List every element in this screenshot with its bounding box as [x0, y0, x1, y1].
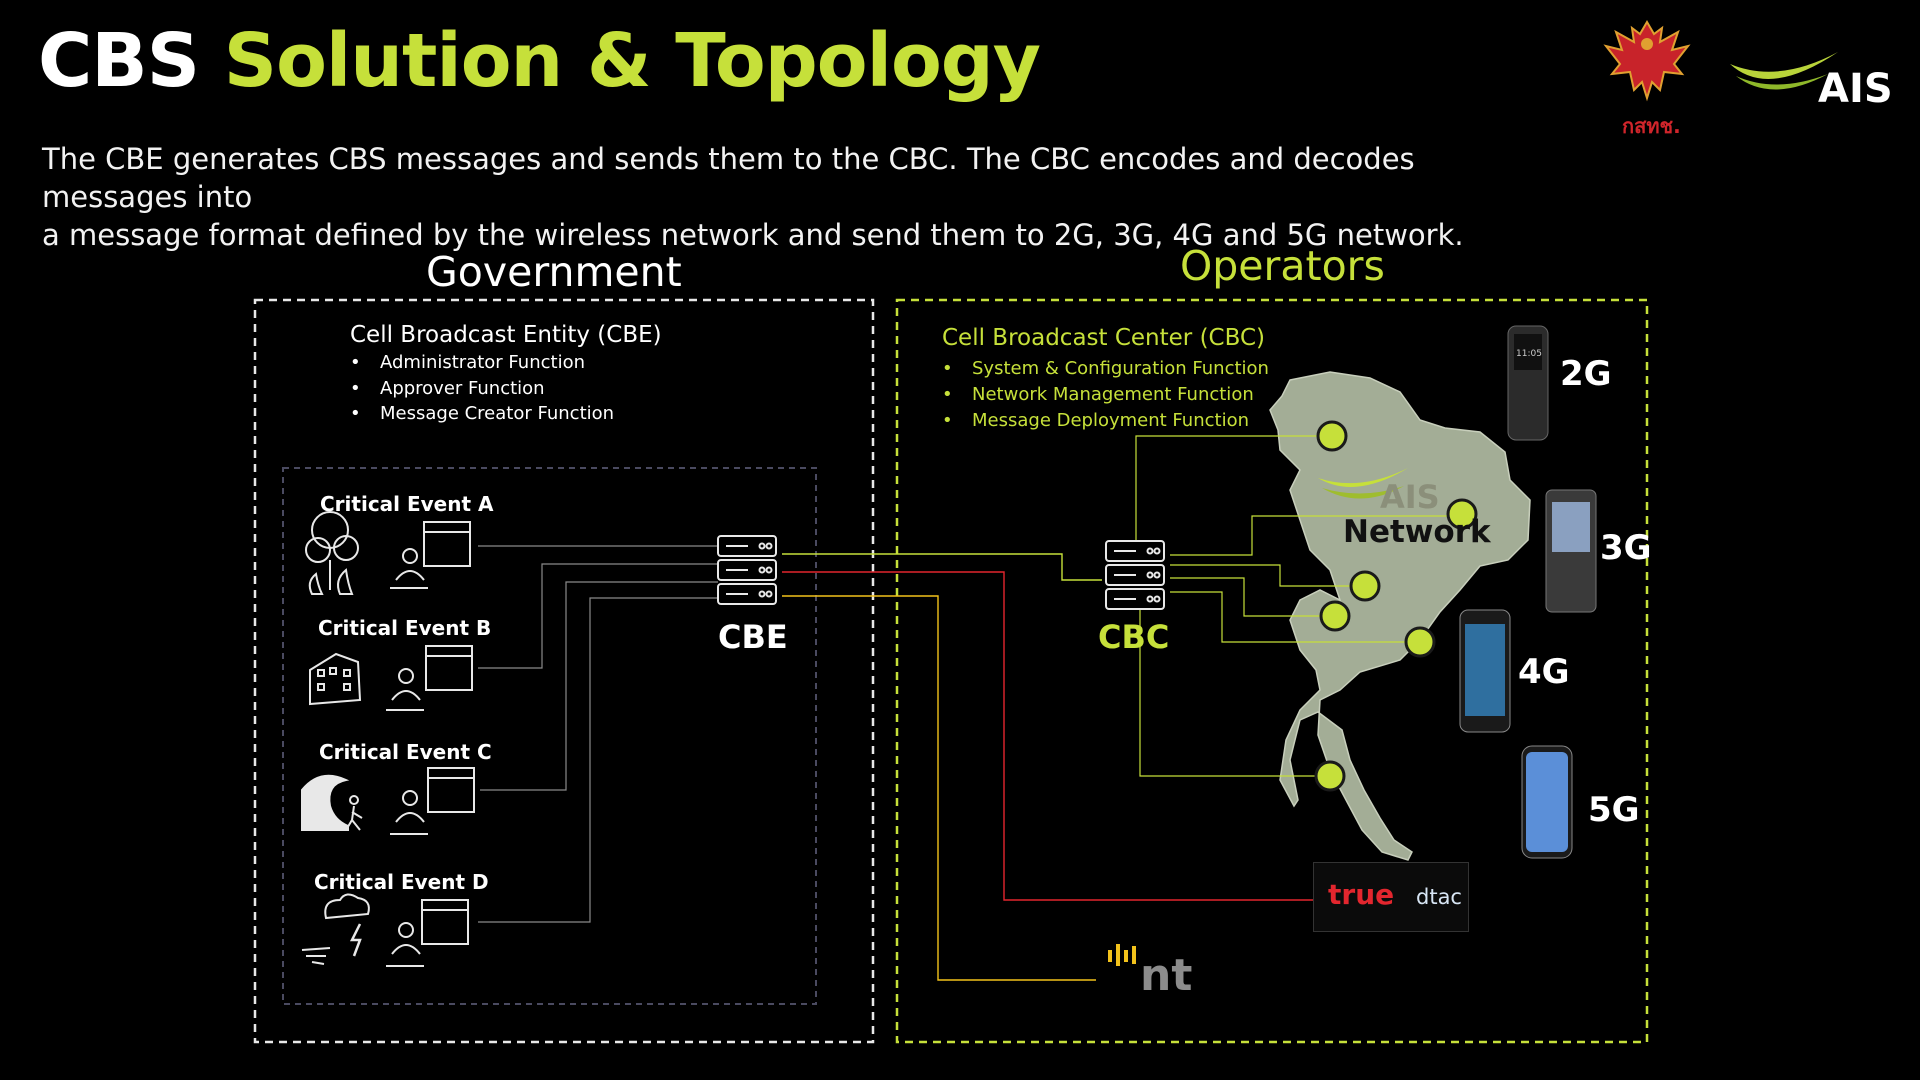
- title-part1: CBS: [38, 18, 200, 104]
- cbe-function-2: •Approver Function: [350, 378, 545, 399]
- cbc-function-2: •Network Management Function: [942, 384, 1254, 405]
- event-label-a: Critical Event A: [320, 492, 494, 516]
- ais-logo-icon: [1730, 52, 1838, 90]
- cbe-title: Cell Broadcast Entity (CBE): [350, 322, 662, 348]
- government-heading: Government: [426, 248, 682, 296]
- phone-icon: [1545, 489, 1597, 613]
- cbe-function-1: •Administrator Function: [350, 352, 585, 373]
- event-label-b: Critical Event B: [318, 616, 492, 640]
- tsunami-icon: [301, 774, 363, 831]
- cbc-function-3: •Message Deployment Function: [942, 410, 1249, 431]
- label-5g: 5G: [1588, 790, 1640, 830]
- government-box: [253, 298, 875, 1044]
- cbe-function-3: •Message Creator Function: [350, 403, 615, 424]
- storm-icon: [301, 893, 370, 965]
- cbc-node-label: CBC: [1098, 618, 1170, 656]
- event-label-d: Critical Event D: [314, 870, 489, 894]
- events-box: [282, 467, 817, 1005]
- map-brand: AIS: [1380, 478, 1440, 516]
- browser-window-icon: [425, 645, 473, 691]
- event-connectors: [478, 545, 718, 923]
- dtac-logo-text: dtac: [1416, 885, 1462, 909]
- browser-window-icon: [421, 899, 469, 945]
- true-logo-text: true: [1328, 878, 1395, 911]
- cbc-out-connectors: [1135, 435, 1462, 777]
- browser-window-icon: [423, 521, 471, 567]
- phone-icon: [1459, 609, 1511, 733]
- user-laptop-icon: [386, 922, 424, 967]
- label-4g: 4G: [1518, 652, 1570, 692]
- user-laptop-icon: [386, 668, 424, 711]
- true-dtac-logo: [1313, 862, 1469, 932]
- cbc-function-1: •System & Configuration Function: [942, 358, 1269, 379]
- page-title: CBS Solution & Topology: [38, 18, 1041, 104]
- user-laptop-icon: [390, 790, 428, 835]
- operators-heading: Operators: [1180, 242, 1385, 290]
- label-2g: 2G: [1560, 354, 1612, 394]
- description: The CBE generates CBS messages and sends…: [42, 140, 1522, 254]
- description-line1: The CBE generates CBS messages and sends…: [42, 142, 1415, 214]
- building-collapse-icon: [309, 652, 362, 706]
- description-line2: a message format defined by the wireless…: [42, 218, 1464, 252]
- user-laptop-icon: [390, 548, 428, 589]
- fire-icon: [305, 511, 359, 595]
- ais-logo-text: AIS: [1818, 66, 1893, 112]
- map-network-label: Network: [1343, 514, 1491, 550]
- nbtc-logo-text: กสทช.: [1622, 114, 1681, 138]
- svg-text:11:05: 11:05: [1516, 349, 1542, 359]
- phone-icon: 11:05: [1507, 325, 1549, 441]
- label-3g: 3G: [1600, 528, 1652, 568]
- cbc-server-icon: [1105, 540, 1165, 610]
- cbc-title: Cell Broadcast Center (CBC): [942, 325, 1266, 351]
- cbe-node-label: CBE: [718, 618, 788, 656]
- operators-box: [895, 298, 1649, 1044]
- browser-window-icon: [427, 767, 475, 813]
- cbe-out-connectors: [782, 553, 1313, 981]
- title-part2: Solution & Topology: [223, 18, 1041, 104]
- phone-icon: [1521, 745, 1573, 859]
- map-nodes: [1314, 420, 1478, 792]
- nt-logo-icon: [1108, 944, 1136, 966]
- cbe-server-icon: [717, 535, 777, 605]
- event-label-c: Critical Event C: [319, 740, 492, 764]
- nt-logo-text: nt: [1140, 950, 1193, 1001]
- garuda-emblem-icon: [1603, 20, 1691, 102]
